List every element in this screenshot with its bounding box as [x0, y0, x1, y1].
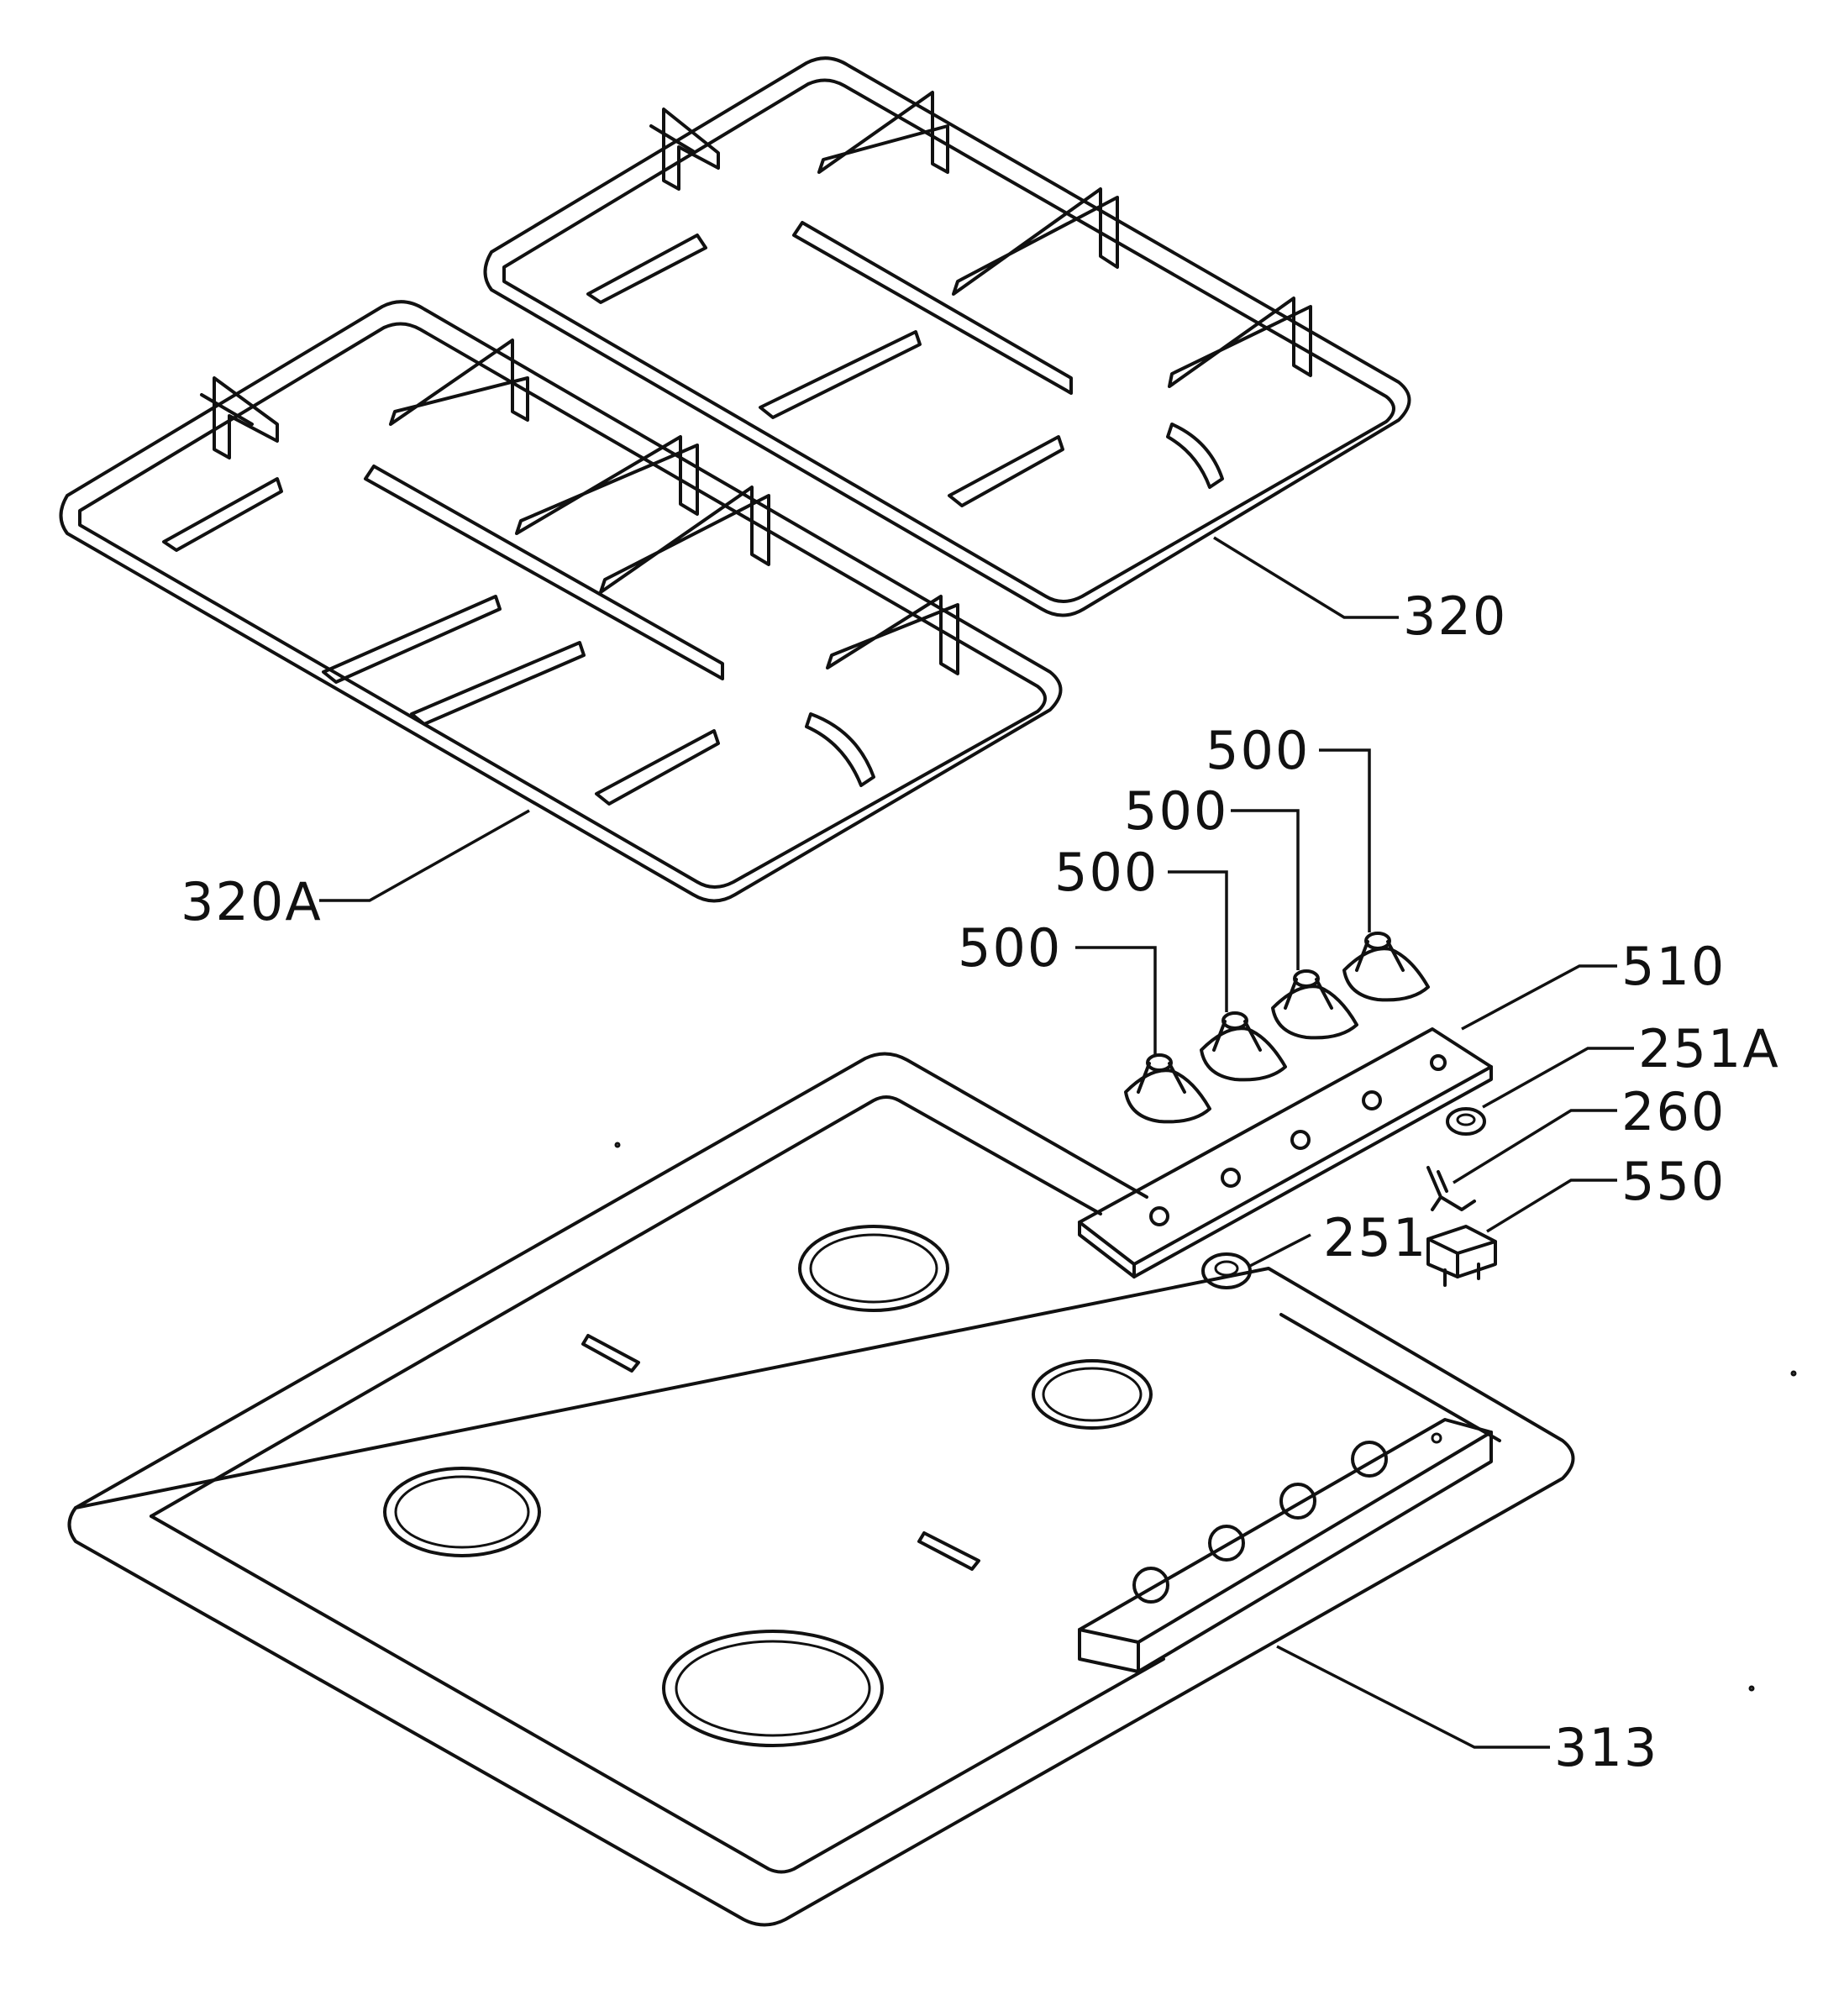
knob-500-1 [1124, 1053, 1211, 1124]
label-260: 260 [1621, 1081, 1726, 1142]
leader-500-4 [1319, 748, 1371, 932]
nut-251 [1201, 1252, 1252, 1289]
label-500-1: 500 [958, 917, 1062, 979]
leader-251 [1249, 1233, 1311, 1268]
nut-251a [1446, 1107, 1486, 1136]
switch-550 [1426, 1225, 1497, 1287]
leader-lines [319, 536, 1634, 1749]
knob-500-3 [1271, 969, 1358, 1040]
pan-support-320 [483, 56, 1411, 617]
label-500-4: 500 [1206, 720, 1310, 781]
control-panel-510 [1078, 1027, 1493, 1278]
leader-260 [1453, 1109, 1617, 1184]
leader-320 [1213, 536, 1399, 619]
label-500-2: 500 [1054, 842, 1158, 903]
leader-500-1 [1075, 946, 1157, 1054]
knob-500-4 [1342, 932, 1430, 1002]
label-320a: 320A [181, 871, 323, 932]
leader-510 [1461, 964, 1617, 1031]
hob-top-313 [67, 1052, 1797, 1927]
clip-260 [1426, 1166, 1476, 1211]
leader-313 [1276, 1645, 1550, 1749]
leader-320a [319, 809, 530, 902]
leader-251a [1482, 1047, 1634, 1109]
label-313: 313 [1554, 1717, 1658, 1778]
label-550: 550 [1621, 1151, 1726, 1212]
knob-500-2 [1200, 1011, 1287, 1082]
label-251: 251 [1323, 1207, 1427, 1268]
leader-500-3 [1231, 809, 1300, 970]
label-320: 320 [1403, 585, 1507, 647]
label-500-3: 500 [1124, 780, 1228, 842]
leader-550 [1486, 1179, 1617, 1233]
pan-support-320a [59, 300, 1063, 903]
label-510: 510 [1621, 936, 1726, 997]
leader-500-2 [1168, 870, 1228, 1012]
label-251a: 251A [1638, 1018, 1780, 1079]
part-labels: 320 320A 500 500 500 500 510 251A 260 55… [181, 585, 1780, 1778]
